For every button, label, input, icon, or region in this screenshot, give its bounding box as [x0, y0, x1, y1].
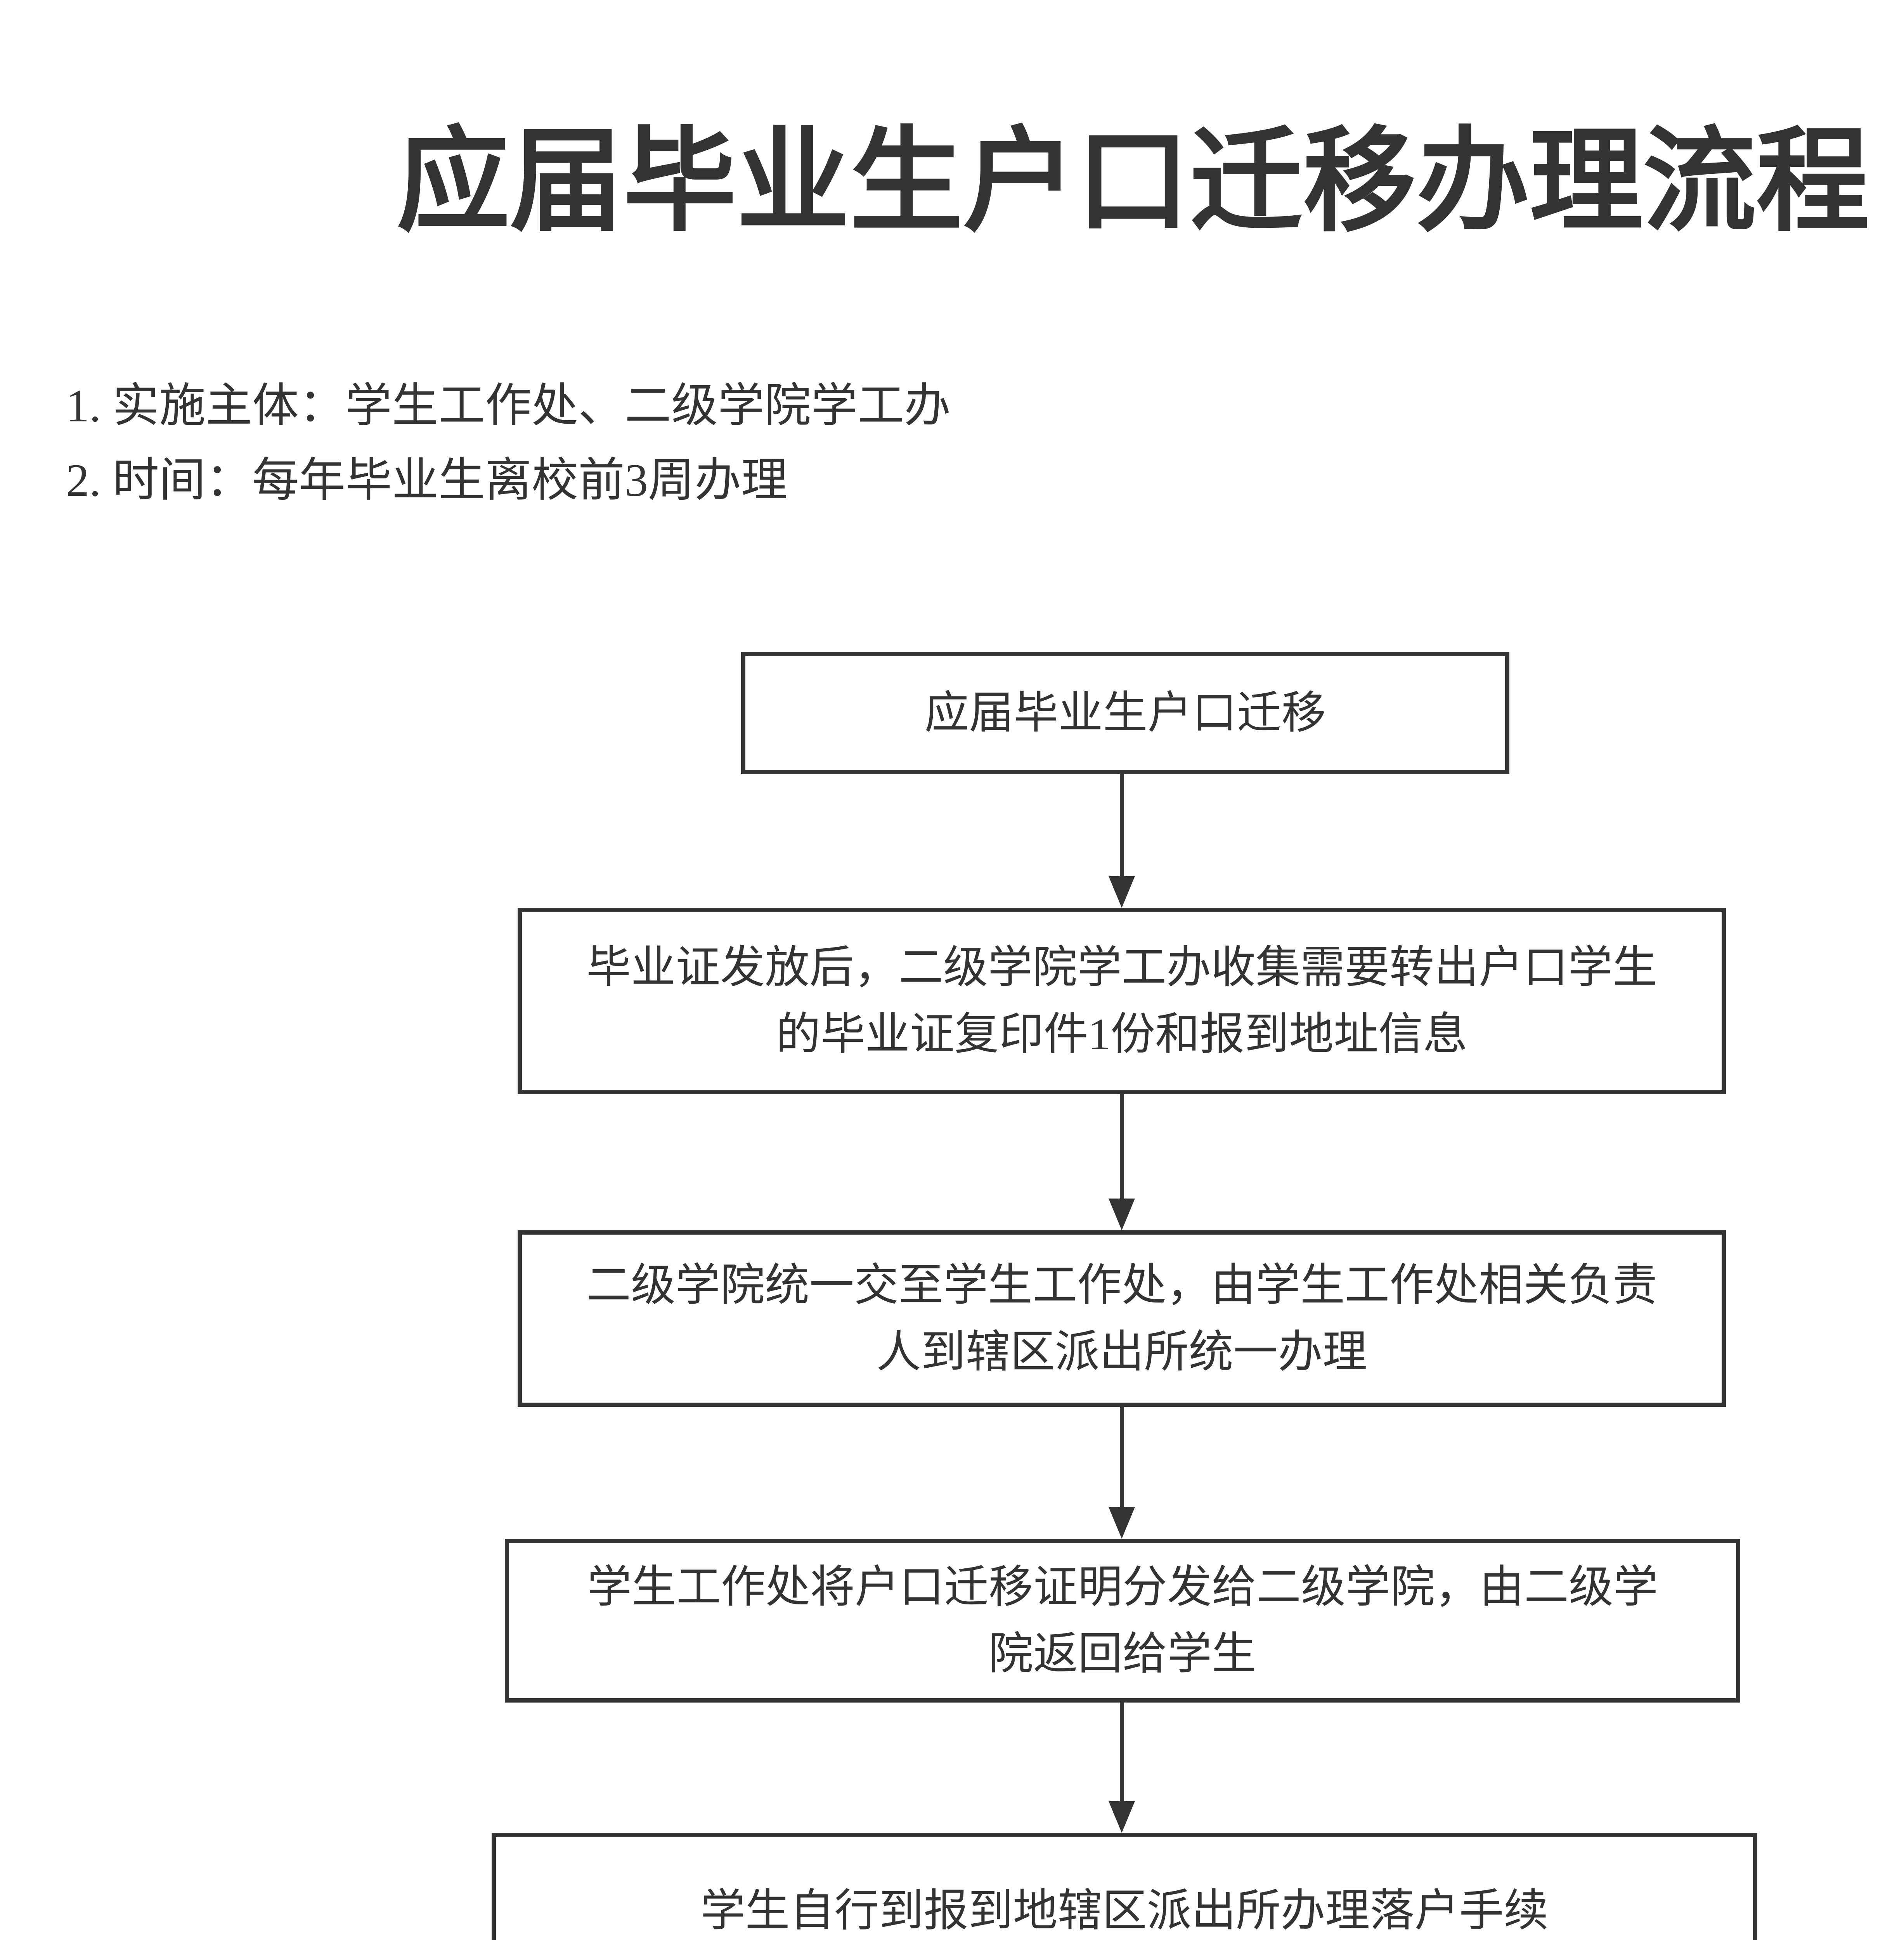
connector-line [1120, 1703, 1124, 1802]
connector-line [1120, 1407, 1124, 1508]
down-arrow-icon [1109, 1801, 1135, 1833]
note-line-implementing-body: 1. 实施主体：学生工作处、二级学院学工办 [66, 380, 951, 431]
flow-node-distribute-certificates: 学生工作处将户口迁移证明分发给二级学院，由二级学院返回给学生 [505, 1539, 1740, 1703]
flow-node-submit-to-student-affairs: 二级学院统一交至学生工作处，由学生工作处相关负责人到辖区派出所统一办理 [518, 1230, 1726, 1407]
notes-block: 1. 实施主体：学生工作处、二级学院学工办 2. 时间：每年毕业生离校前3周办理 [66, 369, 951, 518]
flow-node-label: 学生工作处将户口迁移证明分发给二级学院，由二级学院返回给学生 [587, 1562, 1658, 1678]
down-arrow-icon [1109, 1199, 1135, 1230]
flow-node-student-settles-household: 学生自行到报到地辖区派出所办理落户手续 [492, 1833, 1757, 1940]
connector-line [1120, 774, 1124, 877]
flow-node-collect-documents: 毕业证发放后，二级学院学工办收集需要转出户口学生的毕业证复印件1份和报到地址信息 [518, 908, 1726, 1094]
down-arrow-icon [1109, 876, 1135, 908]
flow-node-label: 二级学院统一交至学生工作处，由学生工作处相关负责人到辖区派出所统一办理 [586, 1260, 1657, 1377]
flow-node-label: 应届毕业生户口迁移 [924, 688, 1326, 738]
flow-node-household-transfer: 应届毕业生户口迁移 [741, 652, 1509, 774]
flow-node-label: 毕业证发放后，二级学院学工办收集需要转出户口学生的毕业证复印件1份和报到地址信息 [586, 943, 1657, 1059]
flow-node-label: 学生自行到报到地辖区派出所办理落户手续 [700, 1886, 1549, 1935]
note-line-time: 2. 时间：每年毕业生离校前3周办理 [66, 454, 788, 506]
page-title: 应届毕业生户口迁移办理流程 [397, 120, 1869, 245]
down-arrow-icon [1109, 1507, 1135, 1539]
connector-line [1120, 1094, 1124, 1199]
